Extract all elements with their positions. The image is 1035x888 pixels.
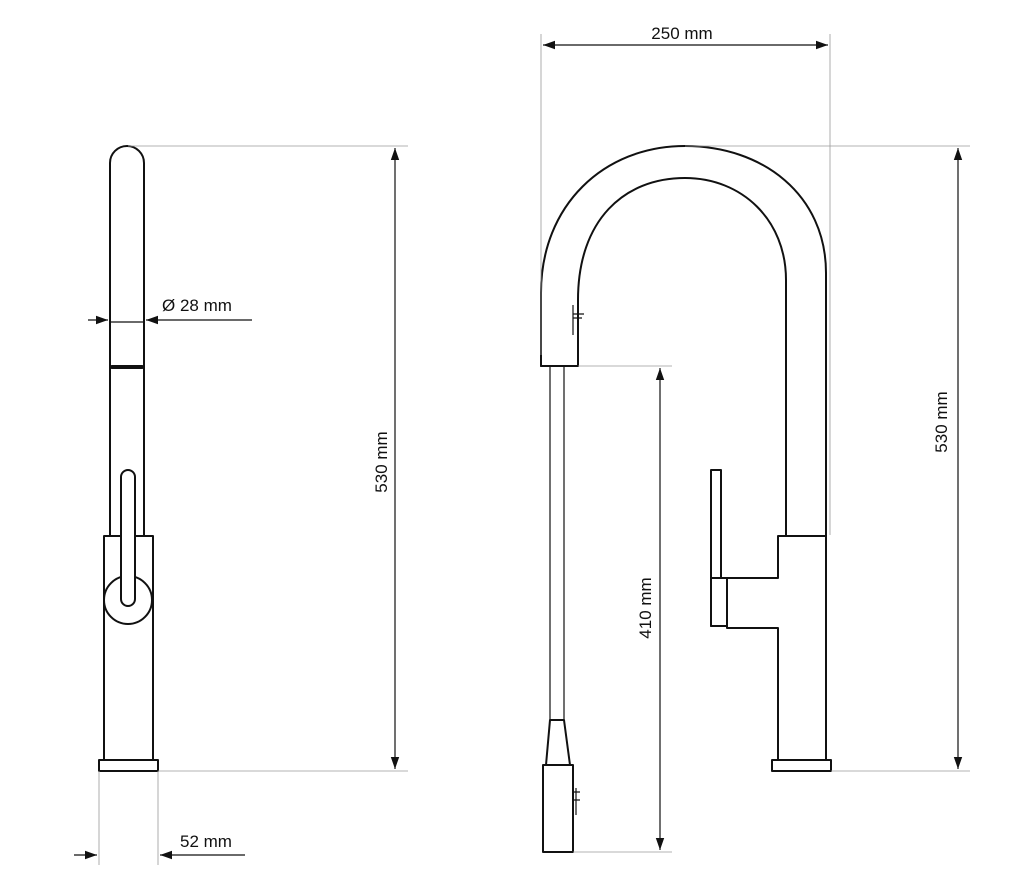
front-base-plate bbox=[771, 759, 832, 772]
side-height-label: 530 mm bbox=[372, 431, 391, 492]
front-view: 250 mm 530 mm 410 mm bbox=[540, 24, 970, 853]
side-handle-lever bbox=[120, 469, 136, 607]
front-hose-connector bbox=[545, 719, 571, 766]
diameter-label: Ø 28 mm bbox=[162, 296, 232, 315]
side-spout-tube bbox=[109, 145, 145, 537]
side-view: 530 mm Ø 28 mm 52 mm bbox=[74, 145, 408, 865]
front-hose-clip bbox=[573, 788, 580, 815]
base-width-label: 52 mm bbox=[180, 832, 232, 851]
front-gooseneck-inner bbox=[577, 177, 787, 537]
front-spray-button bbox=[572, 305, 584, 335]
front-body bbox=[726, 535, 827, 761]
front-hose-weight bbox=[542, 764, 574, 853]
spout-height-label: 410 mm bbox=[636, 577, 655, 638]
side-base-plate bbox=[98, 759, 159, 772]
front-handle-hub bbox=[710, 577, 728, 627]
front-height-label: 530 mm bbox=[932, 391, 951, 452]
reach-label: 250 mm bbox=[651, 24, 712, 43]
front-gooseneck-outer bbox=[540, 145, 827, 537]
